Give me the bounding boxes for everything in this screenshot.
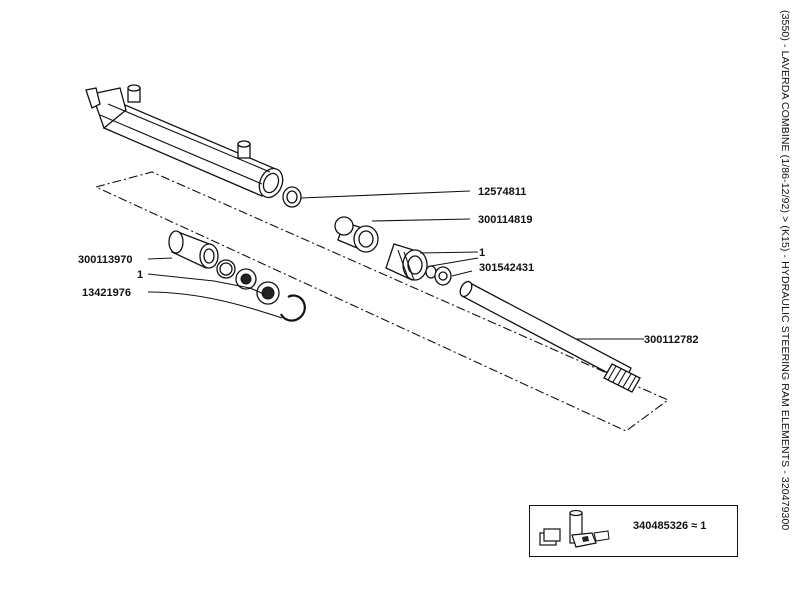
seal-300114819 (334, 216, 379, 253)
seal-left-2 (256, 281, 280, 305)
circlip-13421976 (280, 294, 306, 322)
part-label-300112782: 300112782 (644, 334, 698, 346)
part-label-1-left: 1 (137, 269, 143, 281)
assembly-outline (94, 171, 670, 432)
leader-1-right (419, 251, 479, 267)
kit-label: 340485326 ≈ 1 (633, 520, 707, 532)
leader-1-left (147, 273, 265, 295)
leader-300113970 (147, 257, 173, 260)
part-label-13421976: 13421976 (82, 287, 131, 299)
leader-13421976 (147, 291, 283, 319)
part-label-300114819: 300114819 (478, 214, 532, 226)
piston-rod (459, 280, 641, 393)
leader-12574811 (300, 190, 471, 199)
seal-kit-icon (539, 509, 610, 548)
kit-box: 340485326 ≈ 1 (529, 505, 738, 557)
part-label-300113970: 300113970 (78, 254, 132, 266)
part-label-1-right: 1 (479, 247, 485, 259)
leader-301542431 (451, 270, 473, 277)
part-label-301542431: 301542431 (479, 262, 534, 274)
part-label-12574811: 12574811 (478, 186, 526, 198)
cylinder-barrel (85, 84, 284, 199)
gland-300113970 (168, 230, 219, 269)
leader-300114819 (371, 218, 471, 222)
washer-301542431 (434, 266, 452, 286)
seal-left-1 (235, 268, 257, 290)
page-title: (3550) - LAVERDA COMBINE (1/86-12/92) > … (779, 10, 793, 600)
bush-12574811 (282, 186, 302, 208)
piston (385, 243, 428, 281)
page-title-text: (3550) - LAVERDA COMBINE (1/86-12/92) > … (779, 10, 791, 531)
